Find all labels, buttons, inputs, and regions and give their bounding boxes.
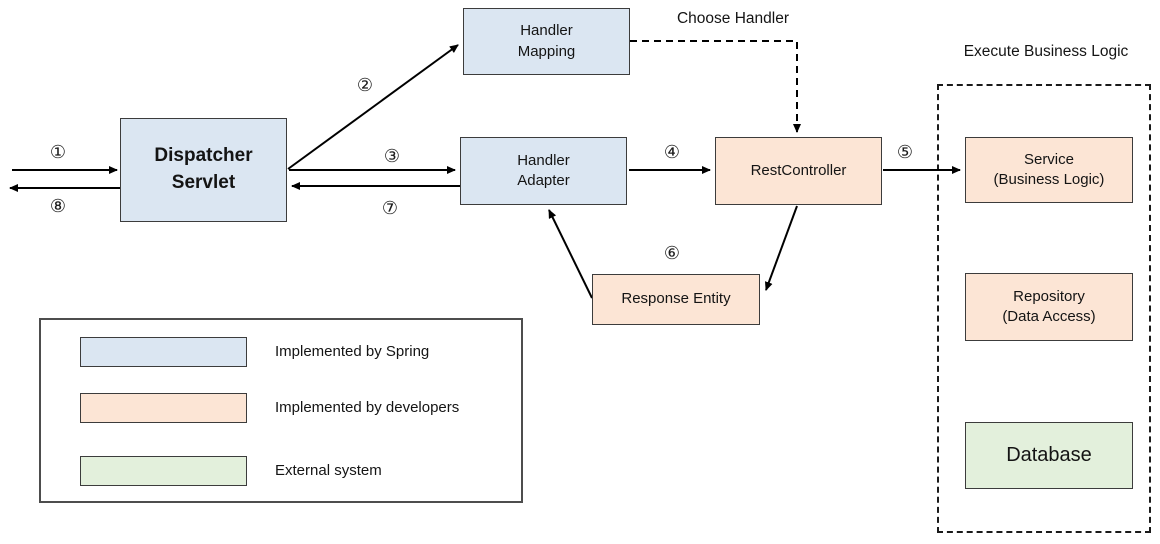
service-node: Service (Business Logic) [965, 137, 1133, 203]
step-label-8: ⑧ [49, 196, 67, 216]
step-label-2: ② [356, 75, 374, 95]
step-label-6: ⑥ [663, 243, 681, 263]
step-label-5: ⑤ [896, 142, 914, 162]
legend-label-external: External system [275, 462, 382, 479]
repository-label: Repository (Data Access) [1002, 287, 1096, 325]
legend-swatch-developers [80, 393, 247, 423]
step-label-3: ③ [383, 146, 401, 166]
database-label: Database [1006, 444, 1092, 466]
repository-node: Repository (Data Access) [965, 273, 1133, 341]
service-label: Service (Business Logic) [993, 150, 1105, 188]
response-entity-label: Response Entity [621, 290, 731, 308]
dispatcher-servlet-label: Dispatcher Servlet [154, 145, 253, 193]
rest-controller-node: RestController [715, 137, 882, 205]
step-label-1: ① [49, 142, 67, 162]
step-label-4: ④ [663, 142, 681, 162]
handler-mapping-label: Handler Mapping [517, 22, 576, 60]
handler-mapping-node: Handler Mapping [463, 8, 630, 75]
execute-business-logic-group [937, 84, 1151, 533]
legend-swatch-spring [80, 337, 247, 367]
dispatcher-servlet-node: Dispatcher Servlet [120, 118, 287, 222]
database-node: Database [965, 422, 1133, 489]
rest-controller-label: RestController [750, 161, 847, 179]
choose-handler-annotation: Choose Handler [676, 10, 790, 27]
legend-swatch-external [80, 456, 247, 486]
response-entity-node: Response Entity [592, 274, 760, 325]
legend-label-spring: Implemented by Spring [275, 343, 430, 360]
legend-label-developers: Implemented by developers [275, 399, 460, 416]
step-label-7: ⑦ [381, 198, 399, 218]
handler-adapter-label: Handler Adapter [517, 151, 570, 189]
handler-adapter-node: Handler Adapter [460, 137, 627, 205]
execute-business-logic-annotation: Execute Business Logic [963, 43, 1129, 60]
